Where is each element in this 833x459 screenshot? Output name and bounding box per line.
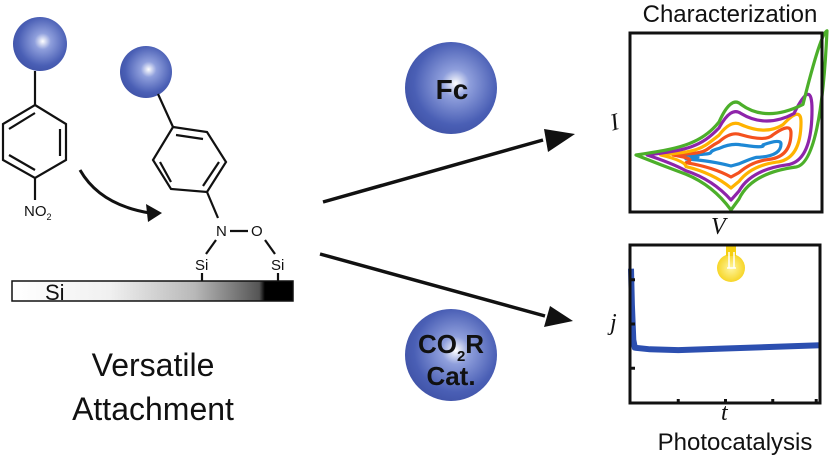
cv-trace-scan-2: [671, 126, 793, 179]
fc-sphere: Fc: [405, 42, 497, 134]
photo-chart-title: Photocatalysis: [658, 429, 813, 456]
co2r-label: CO2R: [418, 329, 484, 365]
cv-plot-frame: [628, 31, 824, 214]
cv-y-axis-label: I: [607, 109, 623, 137]
reactant-sphere: [13, 17, 67, 71]
arrow-to-photocatalysis: [319, 252, 573, 327]
oxygen-atom: O: [251, 223, 263, 240]
cv-traces: [634, 29, 829, 212]
cv-trace-scan-1: [683, 139, 783, 168]
cv-x-axis-label: V: [711, 214, 728, 240]
photo-y-axis-label: j: [607, 310, 617, 336]
cv-trace-scan-5: [634, 29, 829, 212]
reactant-molecule: NO2: [1, 17, 68, 222]
photo-x-axis-label: t: [721, 400, 729, 426]
co2r-catalyst-sphere: CO2R Cat.: [405, 309, 497, 401]
nitrogen-atom: N: [216, 223, 227, 240]
catalyst-label: Cat.: [426, 361, 475, 391]
silicon-atom-right: Si: [271, 257, 284, 274]
cv-chart: Characterization I V: [607, 1, 829, 240]
arrow-to-characterization: [322, 129, 575, 204]
surface-label: Si: [45, 280, 65, 305]
benzene-ring-reactant: [1, 103, 68, 180]
cv-trace-scan-3: [659, 112, 803, 190]
product-sphere: [120, 46, 172, 98]
photo-chart: j t Photocatalysis: [607, 243, 822, 456]
reaction-arrow: [78, 169, 162, 222]
photocurrent-line: [628, 268, 821, 354]
photocurrent-trace: [628, 268, 821, 354]
cv-trace-scan-4: [645, 92, 814, 202]
caption-line-2: Attachment: [72, 391, 234, 427]
caption-line-1: Versatile: [92, 347, 215, 383]
light-bulb-icon: [717, 246, 745, 282]
product-molecule: N O Si Si: [120, 46, 284, 281]
benzene-ring-product: [151, 125, 228, 194]
cv-chart-title: Characterization: [643, 1, 818, 28]
photo-axis-ticks: [631, 278, 818, 403]
silicon-surface: Si: [11, 280, 294, 305]
nitro-label: NO2: [24, 203, 52, 222]
silicon-atom-left: Si: [195, 257, 208, 274]
fc-label: Fc: [436, 74, 469, 105]
